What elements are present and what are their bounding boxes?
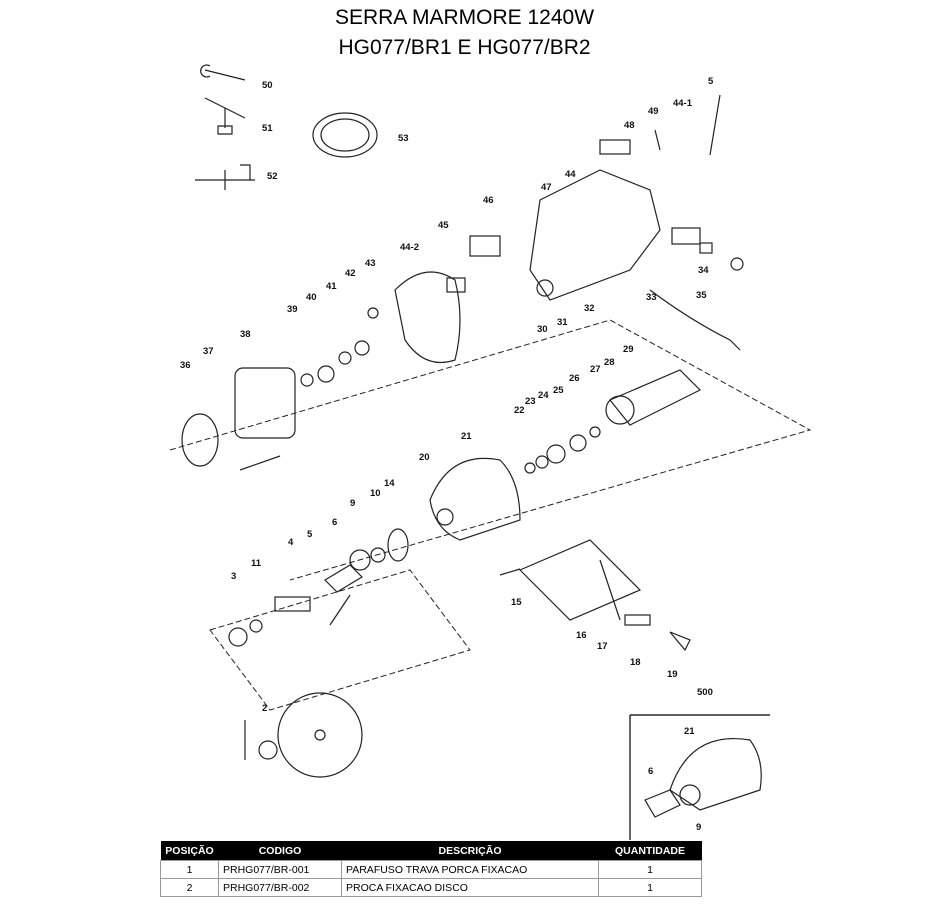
part-number-label: 31 xyxy=(557,317,568,328)
part-number-label: 40 xyxy=(306,292,317,303)
part-number-label: 9 xyxy=(350,498,355,509)
guide-part xyxy=(195,164,255,190)
cell-code: PRHG077/BR-001 xyxy=(218,860,342,879)
part-number-label: 43 xyxy=(365,258,376,269)
cell-description: PROCA FIXACAO DISCO xyxy=(341,878,599,897)
parts-table: POSIÇÃO CODIGO DESCRIÇÃO QUANTIDADE 1 PR… xyxy=(160,841,702,897)
cell-description: PARAFUSO TRAVA PORCA FIXACAO xyxy=(341,860,599,879)
part-number-label: 46 xyxy=(483,195,494,206)
exploded-parts-diagram: 50515352484944-154744464544-243424140393… xyxy=(169,64,812,840)
document-title: SERRA MARMORE 1240W xyxy=(334,6,595,29)
cell-quantity: 1 xyxy=(598,860,702,879)
part-number-label: 51 xyxy=(262,123,273,134)
gear-part xyxy=(387,528,409,562)
switch-part xyxy=(469,235,501,257)
part-number-label: 19 xyxy=(667,669,678,680)
part-number-label: 30 xyxy=(537,324,548,335)
part-number-label: 35 xyxy=(696,290,707,301)
part-number-label: 21 xyxy=(684,726,695,737)
part-number-label: 44-2 xyxy=(400,242,419,253)
motor-housing-part xyxy=(529,169,661,301)
part-number-label: 28 xyxy=(604,357,615,368)
table-row: 1 PRHG077/BR-001 PARAFUSO TRAVA PORCA FI… xyxy=(160,860,702,879)
part-number-label: 9 xyxy=(696,822,701,833)
part-number-label: 14 xyxy=(384,478,395,489)
part-number-label: 15 xyxy=(511,597,522,608)
part-number-label: 36 xyxy=(180,360,191,371)
stator-part xyxy=(234,367,296,439)
part-number-label: 44-1 xyxy=(673,98,693,109)
part-number-label: 23 xyxy=(525,396,536,407)
part-number-label: 50 xyxy=(262,80,273,91)
base-plate-part xyxy=(518,539,642,621)
part-number-label: 22 xyxy=(514,405,525,416)
cell-quantity: 1 xyxy=(598,878,702,897)
cell-position: 2 xyxy=(160,878,219,897)
wrench-part xyxy=(200,64,246,81)
part-number-label: 34 xyxy=(698,265,709,276)
baffle-ring-part xyxy=(181,413,219,467)
part-number-label: 52 xyxy=(267,171,278,182)
spindle-part xyxy=(274,596,311,612)
part-number-label: 21 xyxy=(461,431,472,442)
part-number-label: 49 xyxy=(648,106,659,117)
part-number-label: 6 xyxy=(648,766,653,777)
part-number-label: 25 xyxy=(553,385,564,396)
col-code: CODIGO xyxy=(218,841,342,861)
kit-500-inset-frame xyxy=(629,714,770,840)
part-number-label: 44 xyxy=(565,169,576,180)
model-subtitle: HG077/BR1 E HG077/BR2 xyxy=(338,36,591,59)
part-number-label: 5 xyxy=(708,76,714,87)
part-number-label: 11 xyxy=(251,558,262,569)
part-number-label: 5 xyxy=(307,529,313,540)
part-number-label: 45 xyxy=(438,220,449,231)
part-number-label: 27 xyxy=(590,364,601,375)
part-number-label: 32 xyxy=(584,303,595,314)
cell-code: PRHG077/BR-002 xyxy=(218,878,342,897)
part-number-label: 17 xyxy=(597,641,608,652)
part-number-label: 39 xyxy=(287,304,298,315)
part-number-label: 38 xyxy=(240,329,251,340)
part-number-label: 47 xyxy=(541,182,552,193)
armature-part xyxy=(609,369,702,426)
saw-blade-part xyxy=(277,692,363,778)
part-number-label: 53 xyxy=(398,133,409,144)
part-number-label: 33 xyxy=(646,292,657,303)
part-number-label: 37 xyxy=(203,346,214,357)
part-number-label: 41 xyxy=(326,281,337,292)
part-number-label: 6 xyxy=(332,517,337,528)
group-boundaries xyxy=(169,319,812,711)
part-number-label: 4 xyxy=(288,537,294,548)
part-number-label: 42 xyxy=(345,268,356,279)
handle-part xyxy=(394,271,461,364)
part-number-label: 18 xyxy=(630,657,641,668)
col-position: POSIÇÃO xyxy=(160,841,219,861)
part-number-label: 20 xyxy=(419,452,430,463)
cable-coil-part xyxy=(312,112,378,158)
gear-housing-part xyxy=(429,457,521,541)
part-number-label: 48 xyxy=(624,120,635,131)
power-cord-part xyxy=(649,289,741,351)
part-number-label: 10 xyxy=(370,488,381,499)
part-number-label: 29 xyxy=(623,344,634,355)
cell-position: 1 xyxy=(160,860,219,879)
table-header-row: POSIÇÃO CODIGO DESCRIÇÃO QUANTIDADE xyxy=(160,841,702,861)
part-number-label: 2 xyxy=(262,703,267,714)
part-number-label: 3 xyxy=(231,571,236,582)
part-drawings xyxy=(181,64,770,840)
col-description: DESCRIÇÃO xyxy=(341,841,599,861)
table-row: 2 PRHG077/BR-002 PROCA FIXACAO DISCO 1 xyxy=(160,878,702,897)
part-number-label: 500 xyxy=(697,687,713,698)
part-number-labels: 50515352484944-154744464544-243424140393… xyxy=(180,76,714,833)
part-number-label: 24 xyxy=(538,390,549,401)
col-quantity: QUANTIDADE xyxy=(598,841,702,861)
part-number-label: 16 xyxy=(576,630,587,641)
key-part xyxy=(204,97,246,135)
part-number-label: 26 xyxy=(569,373,580,384)
